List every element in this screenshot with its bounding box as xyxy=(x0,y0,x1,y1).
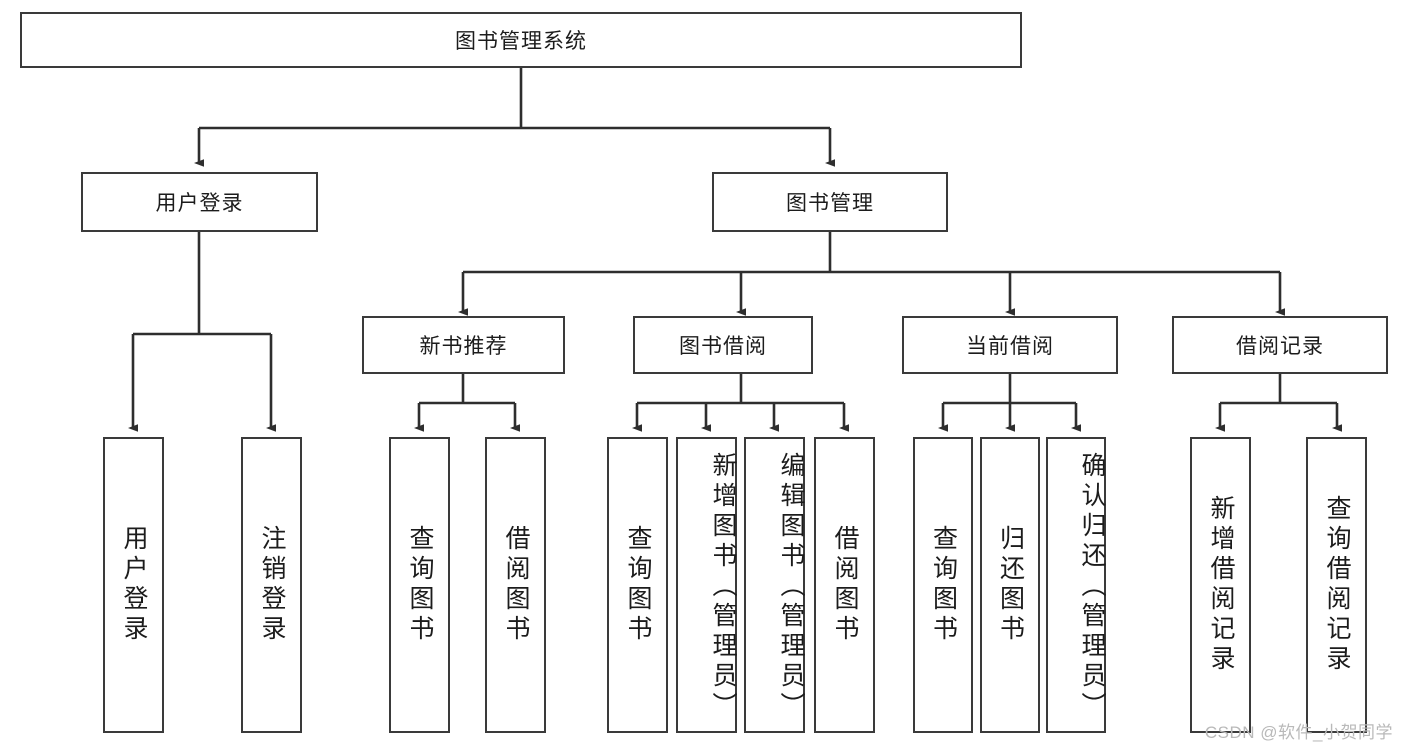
leaf-confirm-return-admin[interactable]: 确认归还（管理员） xyxy=(1046,437,1106,733)
node-new-book-recommend[interactable]: 新书推荐 xyxy=(362,316,565,374)
node-user-login[interactable]: 用户登录 xyxy=(81,172,318,232)
node-current-borrow[interactable]: 当前借阅 xyxy=(902,316,1118,374)
leaf-query-book-new-recommend[interactable]: 查询图书 xyxy=(389,437,450,733)
leaf-user-login[interactable]: 用户登录 xyxy=(103,437,164,733)
leaf-query-borrow-record[interactable]: 查询借阅记录 xyxy=(1306,437,1367,733)
leaf-borrow-book-borrow[interactable]: 借阅图书 xyxy=(814,437,875,733)
leaf-add-book-admin[interactable]: 新增图书（管理员） xyxy=(676,437,737,733)
leaf-borrow-book-new-recommend[interactable]: 借阅图书 xyxy=(485,437,546,733)
leaf-edit-book-admin[interactable]: 编辑图书（管理员） xyxy=(744,437,805,733)
leaf-add-borrow-record[interactable]: 新增借阅记录 xyxy=(1190,437,1251,733)
node-root-book-management-system[interactable]: 图书管理系统 xyxy=(20,12,1022,68)
watermark-text: CSDN @软件_小贺同学 xyxy=(1204,723,1393,742)
node-book-management[interactable]: 图书管理 xyxy=(712,172,948,232)
leaf-user-logout[interactable]: 注销登录 xyxy=(241,437,302,733)
node-book-borrow[interactable]: 图书借阅 xyxy=(633,316,813,374)
leaf-return-book[interactable]: 归还图书 xyxy=(980,437,1040,733)
leaf-query-book-current[interactable]: 查询图书 xyxy=(913,437,973,733)
node-borrow-record[interactable]: 借阅记录 xyxy=(1172,316,1388,374)
leaf-query-book-borrow[interactable]: 查询图书 xyxy=(607,437,668,733)
